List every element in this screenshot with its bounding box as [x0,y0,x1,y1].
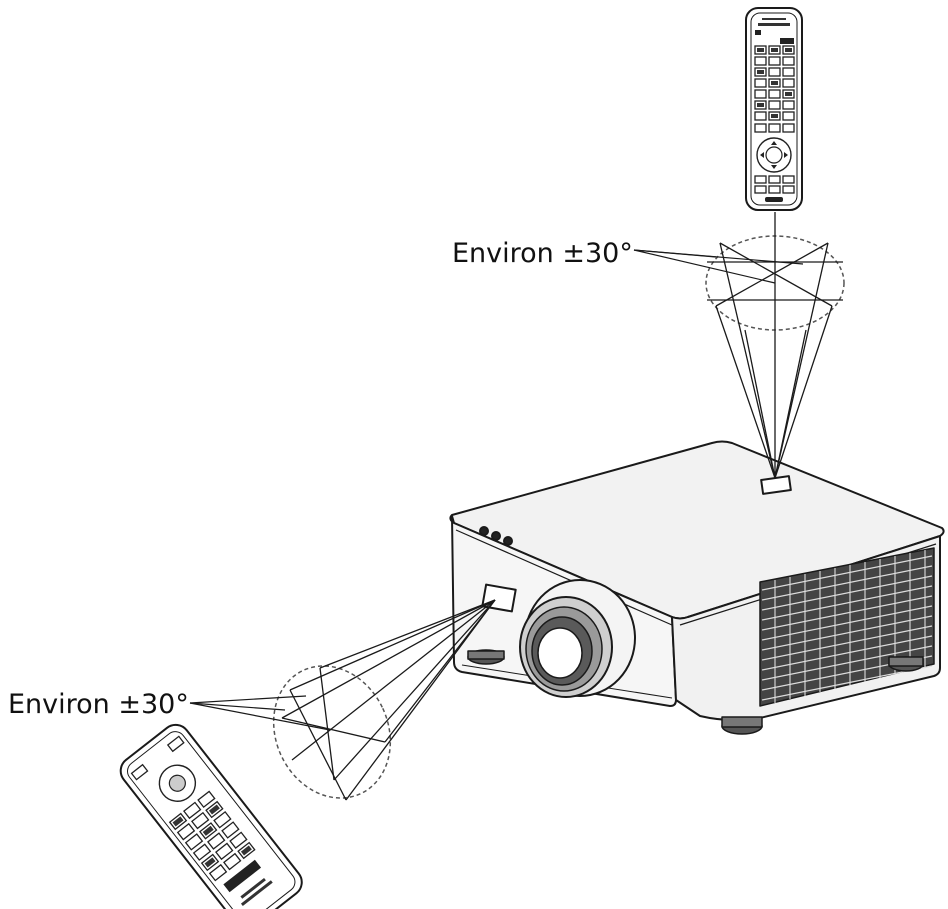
lens [519,579,636,698]
projector-foot [467,649,505,665]
projector-foot [721,716,763,735]
front-ir-sensor [481,583,517,613]
top-ir-sensor [760,475,792,495]
projector-icon [449,440,945,735]
top-remote-control-icon [745,7,803,211]
top-reception-cone [633,212,845,479]
front-remote-control-icon [119,723,303,909]
top-angle-label: Environ ±30° [452,238,633,269]
led-indicator [503,536,513,546]
front-angle-label: Environ ±30° [8,689,189,720]
led-indicator [491,531,501,541]
front-reception-cone [189,599,496,801]
led-indicator [479,526,489,536]
projector-foot [888,656,924,672]
